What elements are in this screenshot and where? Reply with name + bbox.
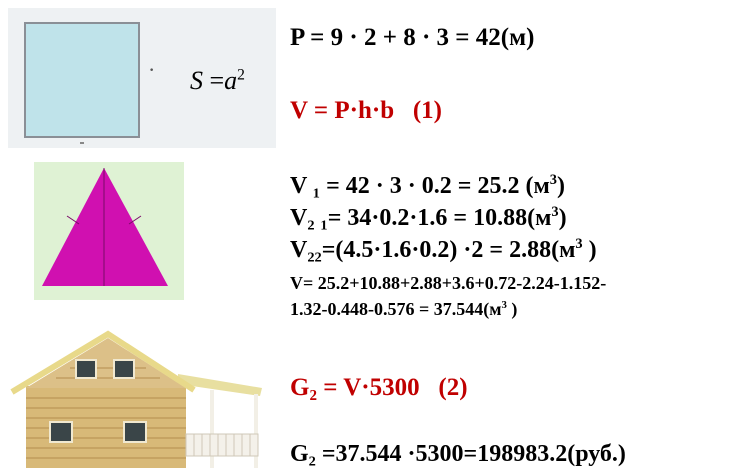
dot-marker: • <box>149 66 155 76</box>
v22-close: ) <box>582 237 597 263</box>
triangle-figure <box>42 168 168 286</box>
tick-mark <box>80 142 84 144</box>
gable-window-right <box>113 359 135 379</box>
v21-sup: 3 <box>551 204 559 220</box>
triangle-left-tick <box>66 215 80 225</box>
cost-result-formula: G₂ =37.544 ·5300=198983.2(руб.) <box>290 441 626 467</box>
area-eq: = <box>209 66 225 95</box>
window-left <box>49 421 73 443</box>
v-total-line2-text: 1.32-0.448-0.576 = 37.544(м <box>290 299 502 319</box>
gable-window-left <box>75 359 97 379</box>
v-total-line2-sup: 3 <box>501 299 507 311</box>
porch-railing <box>185 433 259 457</box>
triangle-figure-panel <box>34 162 184 300</box>
square-figure-panel: • S =a2 <box>8 8 276 148</box>
v1-formula: V ₁ = 42 · 3 · 0.2 = 25.2 (м3) <box>290 172 565 199</box>
v22-sup: 3 <box>575 236 583 252</box>
v22-text: V₂₂=(4.5·1.6·0.2) ·2 = 2.88(м <box>290 237 576 263</box>
v21-formula: V₂ ₁= 34·0.2·1.6 = 10.88(м3) <box>290 204 567 231</box>
area-lhs: S <box>190 66 203 95</box>
window-right <box>123 421 147 443</box>
v1-sup: 3 <box>549 172 557 188</box>
v1-close: ) <box>557 173 565 199</box>
porch-post-2 <box>254 394 258 468</box>
log-house-drawing <box>10 330 262 468</box>
triangle-right-tick <box>128 215 142 225</box>
area-base: a <box>224 66 238 95</box>
log-house-image <box>10 330 265 468</box>
v-total-line2: 1.32-0.448-0.576 = 37.544(м3 ) <box>290 300 517 318</box>
v21-close: ) <box>558 205 567 231</box>
square-figure <box>24 22 140 138</box>
v22-formula: V₂₂=(4.5·1.6·0.2) ·2 = 2.88(м3 ) <box>290 236 597 263</box>
porch-post <box>210 390 214 468</box>
area-exp: 2 <box>237 66 245 84</box>
triangle-shape <box>42 168 168 286</box>
house-gable <box>26 338 186 388</box>
porch-balusters <box>193 434 251 456</box>
v21-text: V₂ ₁= 34·0.2·1.6 = 10.88(м <box>290 205 552 231</box>
v1-text: V ₁ = 42 · 3 · 0.2 = 25.2 (м <box>290 173 550 199</box>
v-total-line2-close: ) <box>506 299 518 319</box>
cost-definition-formula: G₂ = V·5300 (2) <box>290 374 468 401</box>
porch-roof <box>178 374 262 396</box>
perimeter-formula: P = 9 · 2 + 8 · 3 = 42(м) <box>290 24 535 51</box>
volume-definition-formula: V = P·h·b (1) <box>290 97 443 124</box>
roof-edge <box>10 330 196 395</box>
area-formula: S =a2 <box>190 66 245 96</box>
v-total-line1: V= 25.2+10.88+2.88+3.6+0.72-2.24-1.152- <box>290 273 607 293</box>
